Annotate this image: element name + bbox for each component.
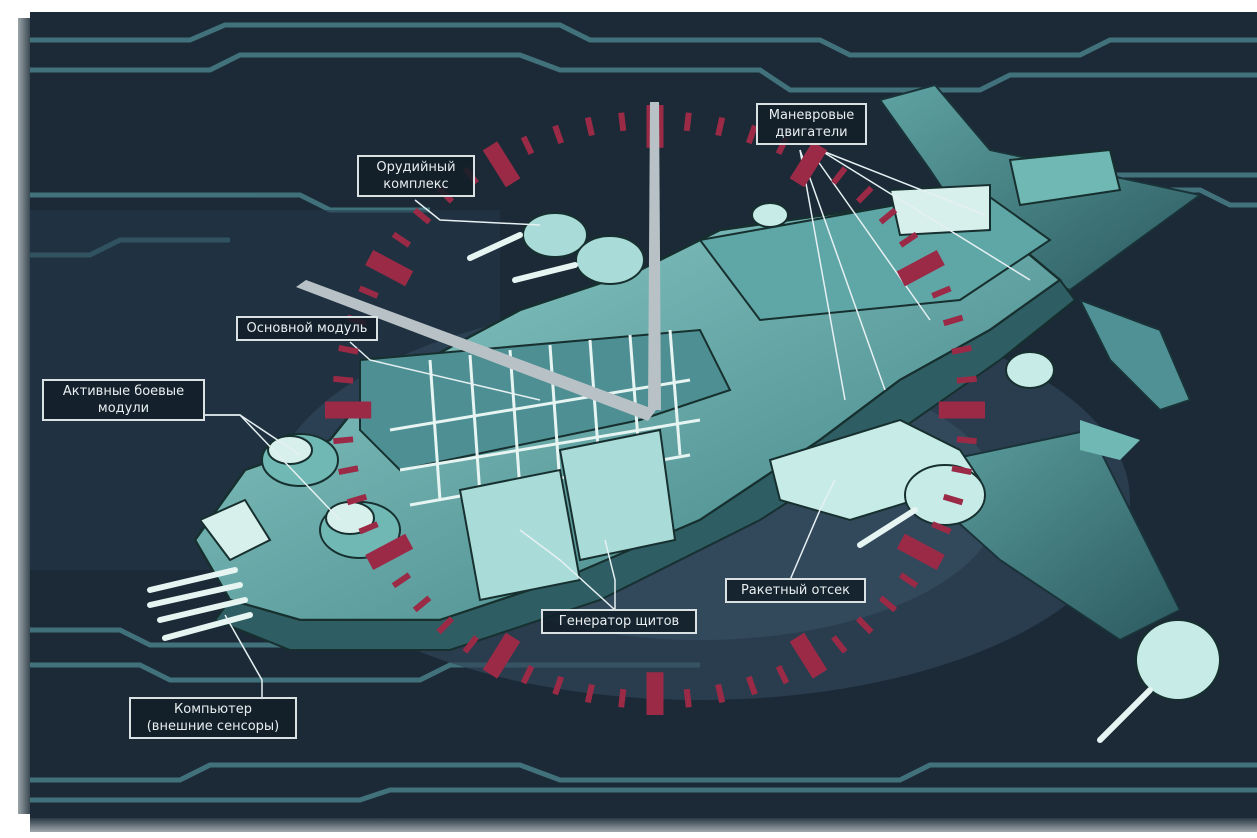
clock-minute-mark	[855, 616, 874, 635]
gun-barrels	[147, 232, 1153, 743]
clock-minute-mark	[520, 665, 535, 685]
clock-minute-mark	[931, 521, 952, 535]
clock-hour-mark	[896, 250, 945, 287]
clock-minute-mark	[391, 572, 412, 589]
clock-minute-mark	[898, 231, 919, 248]
clock-minute-mark	[618, 112, 627, 132]
clock-minute-mark	[338, 465, 359, 476]
clock-minute-hand	[296, 280, 656, 421]
clock-minute-mark	[552, 124, 565, 145]
clock-minute-mark	[956, 375, 977, 384]
clock-minute-mark	[333, 375, 354, 384]
nose-block	[198, 498, 272, 562]
clock-minute-mark	[831, 166, 848, 185]
clock-minute-mark	[878, 595, 898, 613]
label-missile-bay: Ракетный отсек	[725, 578, 866, 603]
clock-hour-mark	[789, 141, 828, 188]
clock-minute-mark	[715, 116, 726, 137]
ship-hull	[193, 148, 1122, 651]
label-computer-sensors: Компьютер (внешние сенсоры)	[129, 697, 297, 739]
clock-minute-mark	[715, 683, 726, 704]
clock-minute-mark	[520, 135, 535, 155]
clock-minute-mark	[942, 493, 964, 506]
clock-minute-mark	[683, 688, 692, 708]
canvas-bottom-edge	[30, 818, 1257, 832]
leader-lines	[205, 149, 1031, 700]
clock-minute-mark	[346, 493, 368, 506]
clock-minute-mark	[436, 616, 455, 635]
canvas-side-edge	[18, 18, 32, 814]
clock-minute-mark	[878, 207, 898, 225]
clock-minute-mark	[584, 683, 595, 704]
clock-minute-mark	[683, 112, 692, 132]
clock-minute-mark	[462, 635, 479, 654]
clock-minute-mark	[358, 521, 379, 535]
clock-minute-mark	[338, 344, 359, 355]
clock-minute-mark	[942, 314, 964, 327]
clock-hour-mark	[365, 249, 414, 287]
clock-minute-mark	[618, 688, 627, 708]
clock-minute-mark	[956, 436, 977, 445]
clock-minute-mark	[584, 116, 595, 137]
clock-hands	[296, 102, 661, 421]
clock-minute-mark	[855, 185, 874, 204]
label-main-module: Основной модуль	[236, 316, 378, 341]
clock-minute-mark	[412, 595, 432, 613]
clock-hour-hand	[648, 102, 661, 410]
clock-minute-mark	[951, 465, 972, 476]
clock-hour-mark	[482, 141, 521, 188]
clock-minute-mark	[333, 436, 354, 445]
label-active-combat-modules: Активные боевые модули	[42, 379, 205, 421]
clock-minute-mark	[831, 635, 848, 654]
clock-minute-mark	[358, 285, 379, 299]
clock-minute-mark	[745, 124, 758, 145]
clock-minute-mark	[552, 675, 565, 696]
label-gun-complex: Орудийный комплекс	[357, 155, 475, 197]
label-shield-generator: Генератор щитов	[541, 609, 697, 634]
turrets	[261, 202, 1221, 701]
clock-minute-mark	[745, 675, 758, 696]
clock-hour-mark	[482, 632, 521, 679]
clock-minute-mark	[412, 207, 432, 225]
clock-minute-mark	[931, 285, 952, 299]
clock-minute-mark	[391, 231, 412, 248]
clock-minute-mark	[951, 344, 972, 355]
clock-hour-mark	[896, 533, 945, 570]
shield-generator-part	[458, 428, 677, 602]
clock-hour-mark	[365, 533, 414, 571]
label-maneuver-engines: Маневровые двигатели	[756, 103, 867, 145]
clock-minute-mark	[775, 665, 790, 685]
clock-hour-mark	[789, 632, 828, 679]
clock-minute-mark	[898, 572, 919, 589]
